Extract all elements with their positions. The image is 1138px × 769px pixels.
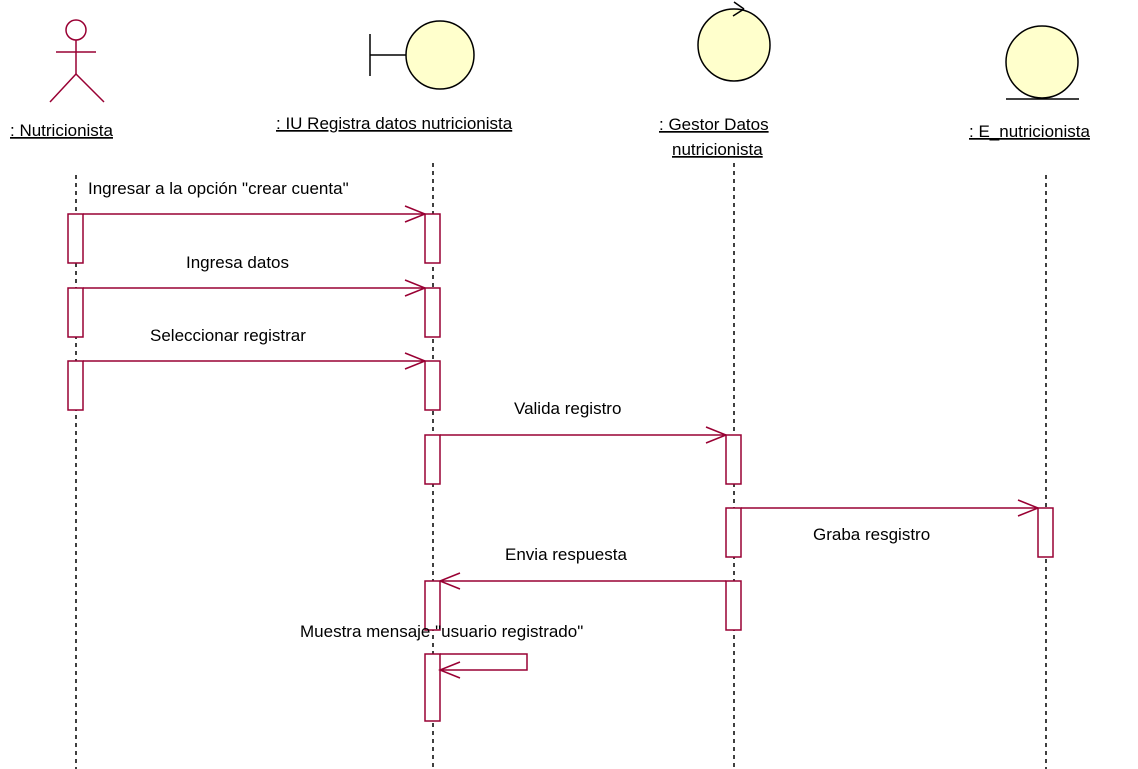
message-label: Muestra mensaje "usuario registrado"	[300, 622, 583, 641]
message-label: Valida registro	[514, 399, 621, 418]
activation-bar	[725, 434, 742, 485]
activation-bar	[424, 580, 441, 631]
activation-bar	[424, 287, 441, 338]
control-label-line1: : Gestor Datos	[659, 115, 769, 134]
message-label: Ingresar a la opción "crear cuenta"	[88, 179, 349, 198]
message-label: Seleccionar registrar	[150, 326, 306, 345]
entity-icon	[1005, 25, 1079, 100]
activation-bar	[67, 213, 84, 264]
activation-bar	[725, 580, 742, 631]
activation-bar	[67, 360, 84, 411]
boundary-icon	[369, 20, 475, 90]
activation-bar	[424, 434, 441, 485]
control-label-line2: nutricionista	[672, 140, 763, 159]
activation-bar	[67, 287, 84, 338]
actor-icon	[49, 19, 105, 103]
message-seleccionar-registrar	[83, 352, 428, 370]
activation-bar	[725, 507, 742, 558]
boundary-label: : IU Registra datos nutricionista	[276, 114, 513, 133]
self-message-muestra-mensaje	[437, 653, 528, 679]
message-graba-registro	[741, 499, 1041, 517]
activation-bar	[424, 213, 441, 264]
activation-bar	[424, 360, 441, 411]
activation-bar	[1037, 507, 1054, 558]
entity-label: : E_nutricionista	[969, 122, 1090, 141]
message-label: Graba resgistro	[813, 525, 930, 544]
message-label: Envia respuesta	[505, 545, 627, 564]
activation-bar	[424, 653, 441, 722]
control-icon	[697, 1, 771, 82]
message-valida-registro	[440, 426, 729, 444]
message-ingresa-datos	[83, 279, 428, 297]
message-crear-cuenta	[83, 205, 428, 223]
message-envia-respuesta	[437, 572, 726, 590]
message-label: Ingresa datos	[186, 253, 289, 272]
actor-label: : Nutricionista	[10, 121, 114, 140]
